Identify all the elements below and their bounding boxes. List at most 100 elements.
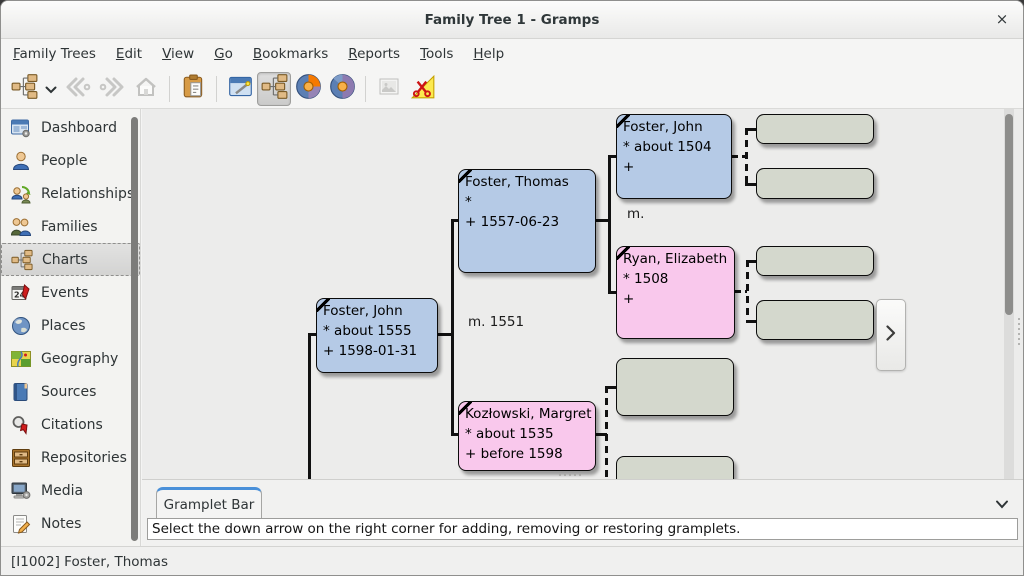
close-icon[interactable]: ×: [995, 10, 1009, 28]
person-box-empty[interactable]: [756, 300, 874, 340]
person-box-empty[interactable]: [616, 456, 734, 479]
statusbar-text: [I1002] Foster, Thomas: [11, 554, 168, 570]
sidebar-item-dashboard[interactable]: Dashboard: [1, 111, 140, 144]
person-box-grandfather[interactable]: Foster, John * about 1504 +: [616, 114, 732, 199]
person-box-grandmother[interactable]: Ryan, Elizabeth * 1508 +: [616, 246, 735, 339]
tree-connector-line: [438, 333, 452, 336]
sidebar-item-geography[interactable]: Geography: [1, 342, 140, 375]
person-birth: * about 1504: [623, 139, 712, 155]
menu-help[interactable]: Help: [473, 46, 505, 62]
toolbar: [1, 69, 1023, 109]
sidebar-item-charts[interactable]: Charts: [1, 243, 140, 276]
chart-scrollbar-thumb[interactable]: [1005, 114, 1013, 315]
toolbar-separator: [216, 75, 217, 102]
sidebar-item-citations[interactable]: Citations: [1, 408, 140, 441]
sidebar-item-relationships[interactable]: Relationships: [1, 177, 140, 210]
menu-edit[interactable]: Edit: [115, 46, 143, 62]
person-box-active[interactable]: Foster, John * about 1555 + 1598-01-31: [316, 298, 438, 373]
sidebar-label: Dashboard: [41, 119, 117, 136]
fan-chart-view-button[interactable]: [291, 72, 325, 106]
citations-icon: [10, 414, 32, 436]
person-box-empty[interactable]: [756, 114, 874, 144]
sidebar-item-events[interactable]: 24 Events: [1, 276, 140, 309]
forward-button[interactable]: [95, 72, 129, 106]
tree-connector-line-dashed: [745, 128, 756, 131]
family-trees-dropdown[interactable]: [41, 72, 61, 106]
back-icon: [64, 75, 92, 103]
sidebar-label: Relationships: [41, 185, 135, 202]
sidebar-item-places[interactable]: Places: [1, 309, 140, 342]
person-death: +: [623, 159, 635, 175]
titlebar[interactable]: Family Tree 1 - Gramps ×: [1, 1, 1023, 39]
tree-connector-line-dashed: [746, 320, 757, 323]
person-name: Kozłowski, Margret: [465, 406, 592, 422]
chevron-right-icon: [886, 325, 896, 345]
statusbar: [I1002] Foster, Thomas: [1, 546, 1023, 575]
sidebar-item-notes[interactable]: Notes: [1, 507, 140, 540]
sidebar-item-families[interactable]: Families: [1, 210, 140, 243]
person-box-mother[interactable]: Kozłowski, Margret * about 1535 + before…: [458, 401, 596, 471]
home-icon: [133, 75, 159, 103]
person-birth: * 1508: [623, 271, 669, 287]
configure-view-button[interactable]: [223, 72, 257, 106]
family-trees-button[interactable]: [7, 72, 41, 106]
home-button[interactable]: [129, 72, 163, 106]
pedigree-view-button[interactable]: [257, 71, 291, 106]
menu-view[interactable]: View: [162, 46, 195, 62]
menu-family-trees[interactable]: Family Trees: [13, 46, 96, 62]
tree-connector-line: [451, 219, 461, 222]
person-name: Foster, John: [623, 119, 703, 135]
gramplet-bar-tab[interactable]: Gramplet Bar: [156, 487, 262, 519]
sidebar-item-repositories[interactable]: Repositories: [1, 441, 140, 474]
menu-reports[interactable]: Reports: [348, 46, 401, 62]
tree-connector-line: [596, 433, 607, 436]
tree-connector-line-dashed: [732, 155, 746, 158]
tree-connector-line: [608, 291, 617, 294]
media-preview-button[interactable]: [372, 72, 406, 106]
tree-connector-line: [451, 433, 461, 436]
media-icon: [10, 480, 32, 502]
menu-go[interactable]: Go: [214, 46, 233, 62]
fan-chart-icon: [295, 73, 322, 104]
sidebar-item-sources[interactable]: Sources: [1, 375, 140, 408]
window-title: Family Tree 1 - Gramps: [424, 12, 600, 28]
relationships-icon: [10, 183, 32, 205]
person-birth: * about 1555: [323, 323, 412, 339]
tree-connector-line: [308, 333, 318, 336]
tree-connector-line-dashed: [605, 386, 608, 479]
sidebar-item-people[interactable]: People: [1, 144, 140, 177]
person-box-empty[interactable]: [616, 358, 734, 416]
sidebar-item-media[interactable]: Media: [1, 474, 140, 507]
sidebar-label: Places: [41, 317, 86, 334]
menu-bookmarks[interactable]: Bookmarks: [252, 46, 329, 62]
family-trees-icon: [11, 73, 38, 104]
show-more-generations-button[interactable]: [876, 299, 906, 371]
toolbar-separator: [365, 75, 366, 102]
pedigree-chart[interactable]: Foster, John * about 1555 + 1598-01-31 F…: [142, 109, 1023, 479]
person-box-empty[interactable]: [756, 246, 874, 276]
person-box-empty[interactable]: [756, 168, 874, 199]
chevron-down-icon: [45, 79, 57, 98]
back-button[interactable]: [61, 72, 95, 106]
person-box-father[interactable]: Foster, Thomas * + 1557-06-23: [458, 169, 596, 273]
dashboard-icon: [10, 117, 32, 139]
right-splitter-grip[interactable]: [1018, 318, 1021, 345]
category-sidebar: Dashboard People Relationships Families …: [1, 109, 141, 546]
sidebar-label: Sources: [41, 383, 97, 400]
configure-view-icon: [228, 74, 253, 103]
charts-icon: [11, 249, 33, 271]
gramplet-options-button[interactable]: [995, 494, 1009, 513]
clipboard-button[interactable]: [176, 72, 210, 106]
person-birth: * about 1535: [465, 426, 554, 442]
clip-tools-button[interactable]: [406, 72, 440, 106]
sidebar-label: People: [41, 152, 88, 169]
fan-chart-2-view-button[interactable]: [325, 72, 359, 106]
sidebar-label: Repositories: [41, 449, 127, 466]
sources-icon: [10, 381, 32, 403]
menu-tools[interactable]: Tools: [420, 46, 454, 62]
person-death: +: [623, 291, 635, 307]
sidebar-scrollbar[interactable]: [131, 117, 138, 541]
gramplet-splitter-grip[interactable]: [559, 474, 581, 476]
forward-icon: [98, 75, 126, 103]
